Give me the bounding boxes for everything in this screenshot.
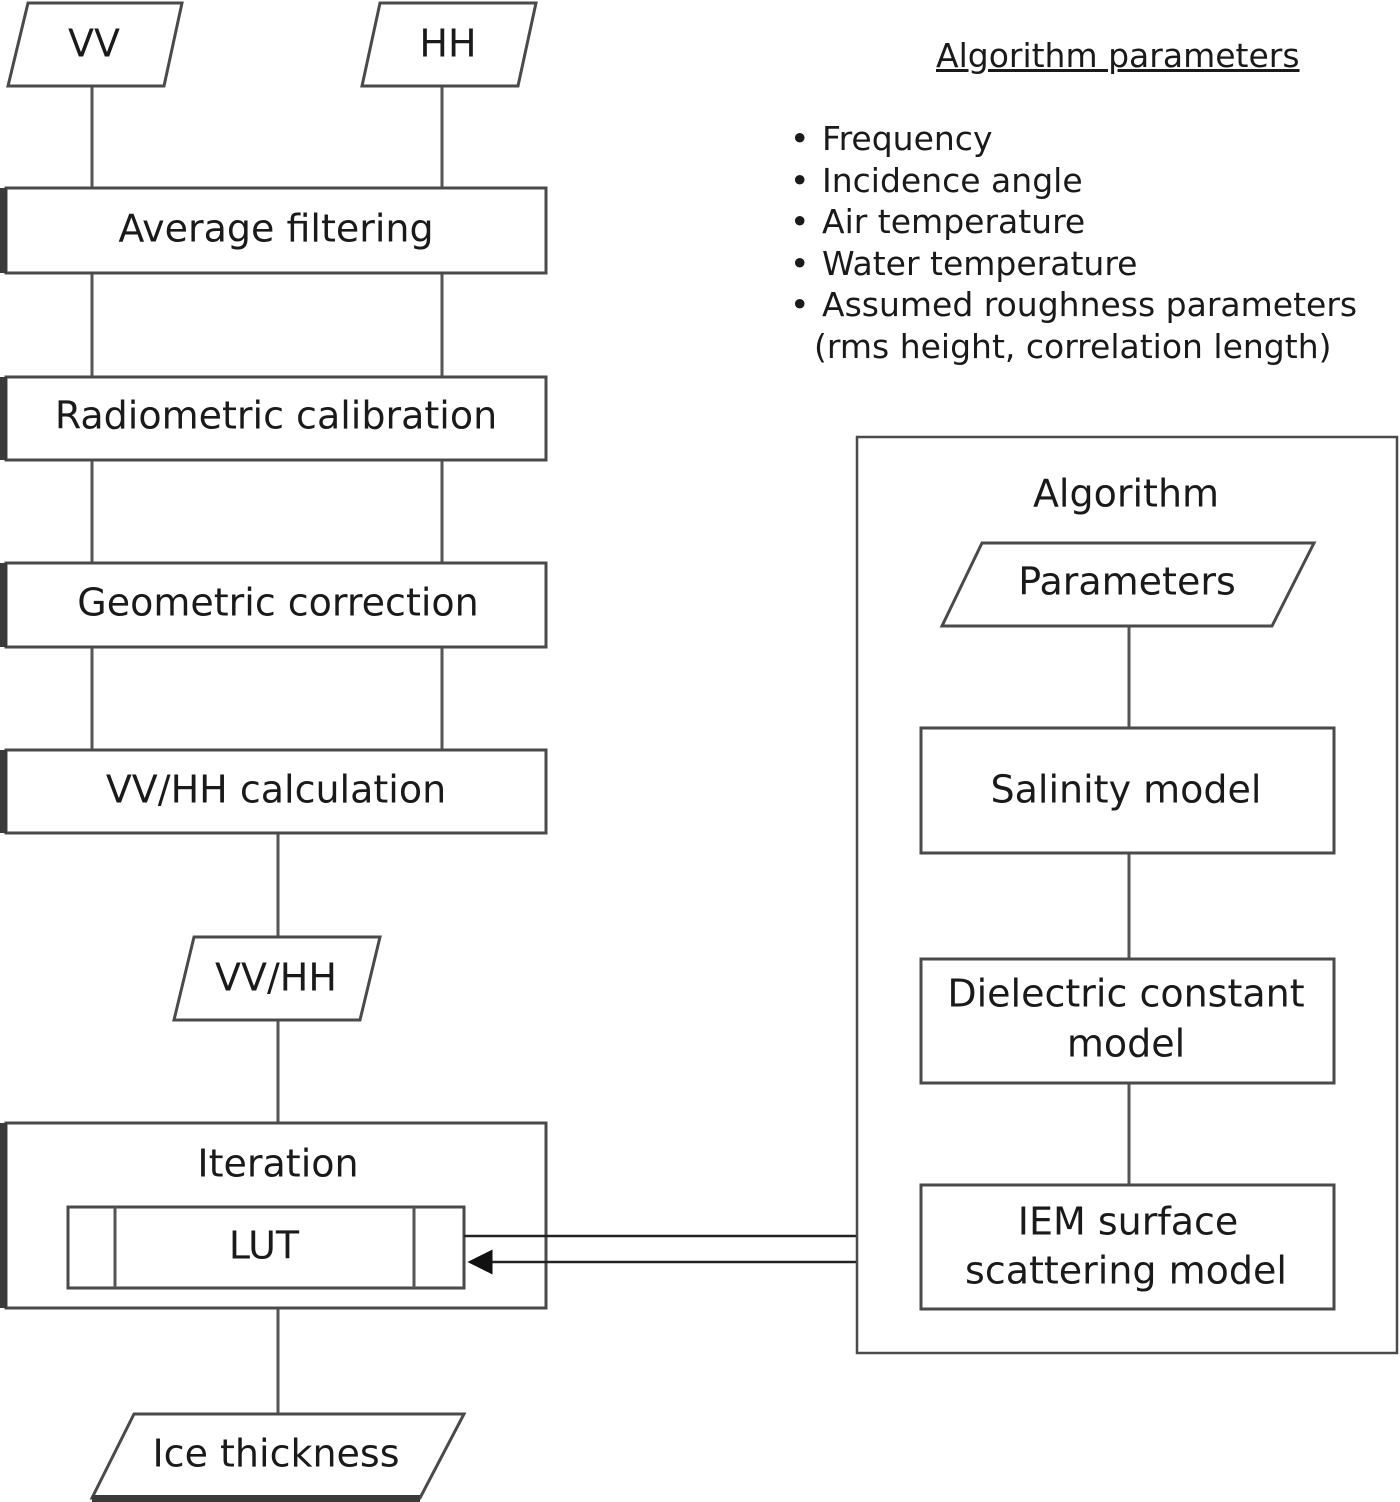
parameter-note: (rms height, correlation length) xyxy=(814,326,1332,366)
parameters-node: Parameters xyxy=(939,541,1317,628)
parameter-item: Water temperature xyxy=(790,243,1357,285)
salinity-model: Salinity model xyxy=(919,726,1336,855)
input-hh: HH xyxy=(360,1,538,88)
algorithm-parameters-title: Algorithm parameters xyxy=(936,36,1300,75)
iem-model: IEM surface scattering model xyxy=(919,1183,1336,1311)
step-vvhh-calculation: VV/HH calculation xyxy=(0,748,548,835)
parameter-item: Air temperature xyxy=(790,201,1357,243)
step-radiometric-calibration-label: Radiometric calibration xyxy=(55,394,497,438)
step-average-filtering: Average filtering xyxy=(0,186,548,275)
final-output-label: Ice thickness xyxy=(152,1432,399,1476)
step-geometric-correction-label: Geometric correction xyxy=(77,581,478,625)
ratio-output: VV/HH xyxy=(172,935,382,1022)
input-vv-label: VV xyxy=(68,22,120,66)
parameter-item: Frequency xyxy=(790,118,1357,160)
input-vv: VV xyxy=(6,1,184,88)
salinity-model-label: Salinity model xyxy=(991,768,1262,812)
ratio-output-label: VV/HH xyxy=(215,956,337,1000)
dielectric-model: Dielectric constant model xyxy=(919,957,1336,1085)
algorithm-parameters-list: Frequency Incidence angle Air temperatur… xyxy=(790,118,1357,367)
lut-box: LUT xyxy=(66,1205,466,1290)
iem-model-line2: scattering model xyxy=(965,1249,1287,1293)
lut-iem-arrows xyxy=(464,1223,921,1275)
step-radiometric-calibration: Radiometric calibration xyxy=(0,375,548,462)
algorithm-container: Algorithm Parameters Salinity model Diel… xyxy=(855,435,1399,1355)
input-hh-label: HH xyxy=(419,22,476,66)
parameter-item: Assumed roughness parameters xyxy=(790,284,1357,326)
step-average-filtering-label: Average filtering xyxy=(118,207,433,251)
iteration-box: Iteration LUT xyxy=(0,1121,548,1310)
connectors-left xyxy=(90,86,444,1414)
dielectric-model-line2: model xyxy=(1067,1022,1185,1066)
parameters-label: Parameters xyxy=(1018,560,1236,604)
final-output: Ice thickness xyxy=(89,1412,467,1502)
step-vvhh-calculation-label: VV/HH calculation xyxy=(106,768,446,812)
algorithm-title: Algorithm xyxy=(1033,472,1219,516)
iem-model-line1: IEM surface xyxy=(1018,1200,1239,1244)
dielectric-model-line1: Dielectric constant xyxy=(947,972,1304,1016)
lut-label: LUT xyxy=(229,1224,300,1268)
parameter-item: Incidence angle xyxy=(790,160,1357,202)
iteration-title: Iteration xyxy=(197,1142,358,1186)
step-geometric-correction: Geometric correction xyxy=(0,561,548,649)
